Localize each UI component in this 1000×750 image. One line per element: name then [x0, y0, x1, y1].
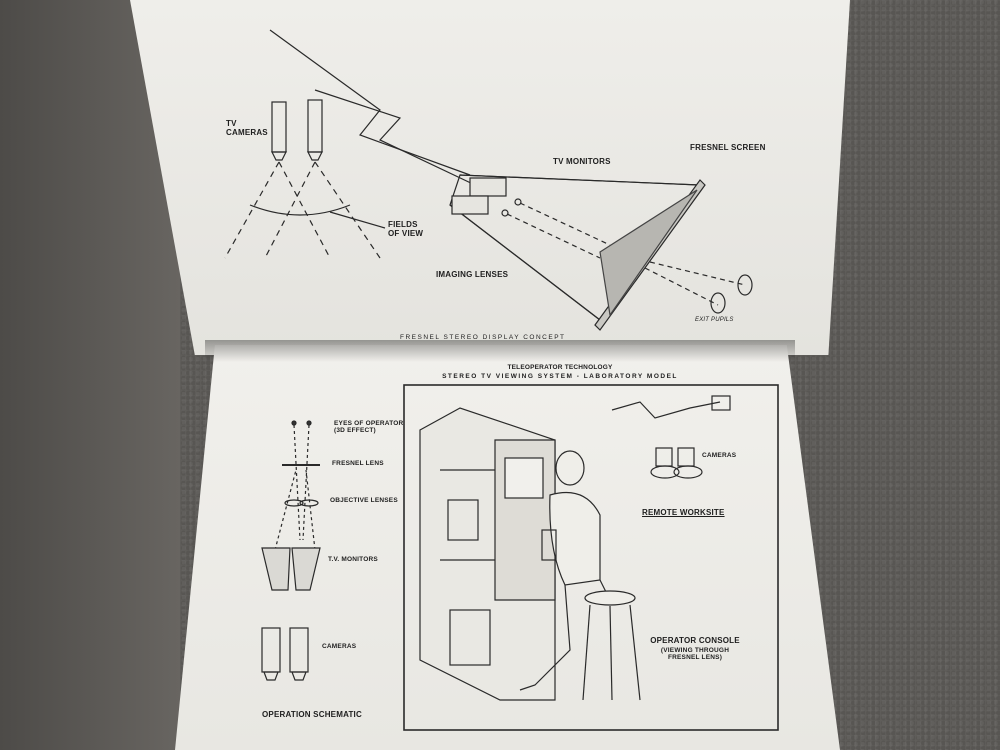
tv-monitor-boxes: [451, 177, 522, 217]
label-tv-cameras: TV CAMERAS: [226, 119, 268, 137]
label-tv-monitors: TV MONITORS: [553, 157, 611, 166]
fresnel-screen: [594, 179, 706, 331]
operator-console-cabinet: [419, 407, 556, 701]
fov-leader: [329, 211, 386, 229]
label-exit-pupils: EXIT PUPILS: [695, 317, 734, 323]
exit-pupils: [710, 274, 753, 314]
operation-schematic-drawing: [261, 420, 321, 681]
label-fresnel-screen: FRESNEL SCREEN: [690, 143, 766, 152]
tv-camera-left: [271, 101, 287, 161]
label-imaging-lenses: IMAGING LENSES: [436, 270, 509, 279]
label-fields-of-view: FIELDS OF VIEW: [388, 220, 424, 238]
fov-arc: [249, 204, 351, 216]
tv-camera-right: [307, 99, 323, 161]
label-operation-schematic: OPERATION SCHEMATIC: [262, 710, 362, 719]
console-illustration-frame: [403, 384, 779, 731]
operator-figure: [519, 450, 641, 701]
label-objective-lenses: OBJECTIVE LENSES: [330, 497, 398, 504]
label-viewing-through-fresnel-lens: (VIEWING THROUGH FRESNEL LENS): [660, 647, 730, 661]
carpet-background: [0, 0, 180, 750]
label-cameras-schematic: CAMERAS: [322, 643, 357, 650]
remote-worksite-drawing: [611, 395, 731, 479]
heading-teleoperator-technology: TELEOPERATOR TECHNOLOGY: [507, 364, 613, 371]
top-page-caption: FRESNEL STEREO DISPLAY CONCEPT: [400, 334, 566, 341]
label-fresnel-lens: FRESNEL LENS: [332, 460, 384, 467]
fields-of-view-lines: [224, 161, 381, 259]
label-eyes-of-operator: EYES OF OPERATOR (3D EFFECT): [334, 420, 404, 434]
signal-lightning-path: [269, 29, 476, 186]
projection-rays: [506, 202, 746, 306]
label-operator-console: OPERATOR CONSOLE: [650, 636, 740, 645]
book-gutter-shadow: [205, 340, 795, 362]
heading-stereo-tv-viewing-system: STEREO TV VIEWING SYSTEM - LABORATORY MO…: [442, 373, 678, 380]
label-tv-monitors-schematic: T.V. MONITORS: [328, 556, 378, 563]
label-remote-worksite: REMOTE WORKSITE: [642, 508, 725, 517]
label-cameras-remote: CAMERAS: [702, 452, 737, 459]
